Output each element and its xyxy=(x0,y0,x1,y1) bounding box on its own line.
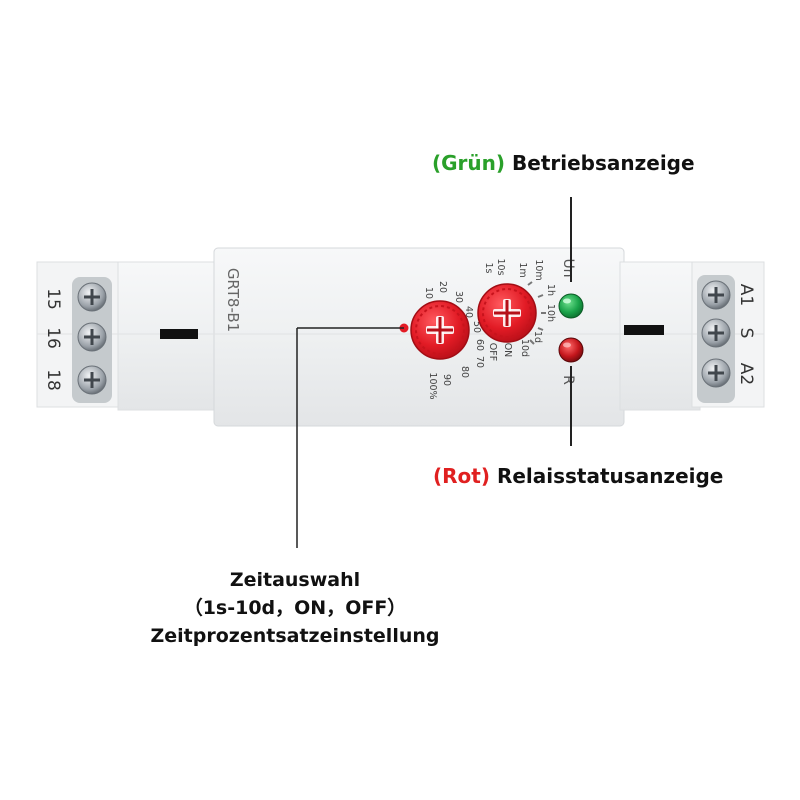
red-relay-led xyxy=(558,337,584,363)
time-label-on: ON xyxy=(502,343,513,358)
right-slot xyxy=(624,325,664,335)
time-label-1s: 1s xyxy=(483,263,494,274)
screw-a2 xyxy=(701,358,731,388)
percent-setting-knob[interactable] xyxy=(410,300,470,360)
terminal-label-15: 15 xyxy=(43,288,63,310)
screw-18 xyxy=(77,365,107,395)
time-label-1h: 1h xyxy=(545,284,556,296)
green-led-callout-tag: (Grün) xyxy=(432,151,506,175)
time-label-10s: 10s xyxy=(495,258,506,275)
percent-label-90: 90 xyxy=(441,374,452,386)
terminal-label-a1: A1 xyxy=(736,284,756,306)
time-label-10m: 10m xyxy=(533,259,544,280)
time-label-1m: 1m xyxy=(517,262,528,277)
terminal-label-a2: A2 xyxy=(736,363,756,385)
percent-label-50: 50 xyxy=(471,321,482,333)
leader-time-selector xyxy=(296,323,409,548)
percent-label-30: 30 xyxy=(453,291,464,303)
screw-16 xyxy=(77,322,107,352)
percent-label-10: 10 xyxy=(423,287,434,299)
percent-label-70: 70 xyxy=(474,356,485,368)
red-led-callout: (Rot) Relaisstatusanzeige xyxy=(433,464,723,488)
percent-label-100: 100% xyxy=(427,372,438,399)
left-slot xyxy=(160,329,198,339)
relay-led-label: R xyxy=(560,375,576,385)
percent-label-20: 20 xyxy=(437,281,448,293)
red-led-callout-tag: (Rot) xyxy=(433,464,490,488)
time-selector-callout-line2: （1s-10d，ON，OFF） xyxy=(183,597,407,619)
green-led-callout: (Grün) Betriebsanzeige xyxy=(432,151,695,175)
time-selector-callout: Zeitauswahl （1s-10d，ON，OFF） Zeitprozents… xyxy=(130,566,460,650)
terminal-label-16: 16 xyxy=(43,327,63,349)
green-power-led xyxy=(558,293,584,319)
time-selector-callout-line3: Zeitprozentsatzeinstellung xyxy=(150,625,440,647)
time-selector-callout-line1: Zeitauswahl xyxy=(229,569,361,591)
time-scale-ticks xyxy=(527,281,546,345)
green-led-callout-text: Betriebsanzeige xyxy=(512,151,695,175)
terminal-label-s: S xyxy=(736,328,756,339)
screw-15 xyxy=(77,282,107,312)
housing-right xyxy=(619,261,701,411)
red-led-callout-text: Relaisstatusanzeige xyxy=(496,464,724,488)
model-label: GRT8-B1 xyxy=(224,268,242,332)
terminal-label-18: 18 xyxy=(43,369,63,391)
percent-label-60: 60 xyxy=(474,339,485,351)
screw-s xyxy=(701,318,731,348)
time-label-off: OFF xyxy=(487,343,498,361)
percent-label-40: 40 xyxy=(463,306,474,318)
time-label-10d: 10d xyxy=(519,339,530,357)
time-range-knob[interactable] xyxy=(477,283,537,343)
time-label-10h: 10h xyxy=(545,304,556,322)
screw-a1 xyxy=(701,280,731,310)
percent-label-80: 80 xyxy=(459,366,470,378)
time-label-1d: 1d xyxy=(532,331,543,343)
power-led-label: Un xyxy=(560,258,576,277)
